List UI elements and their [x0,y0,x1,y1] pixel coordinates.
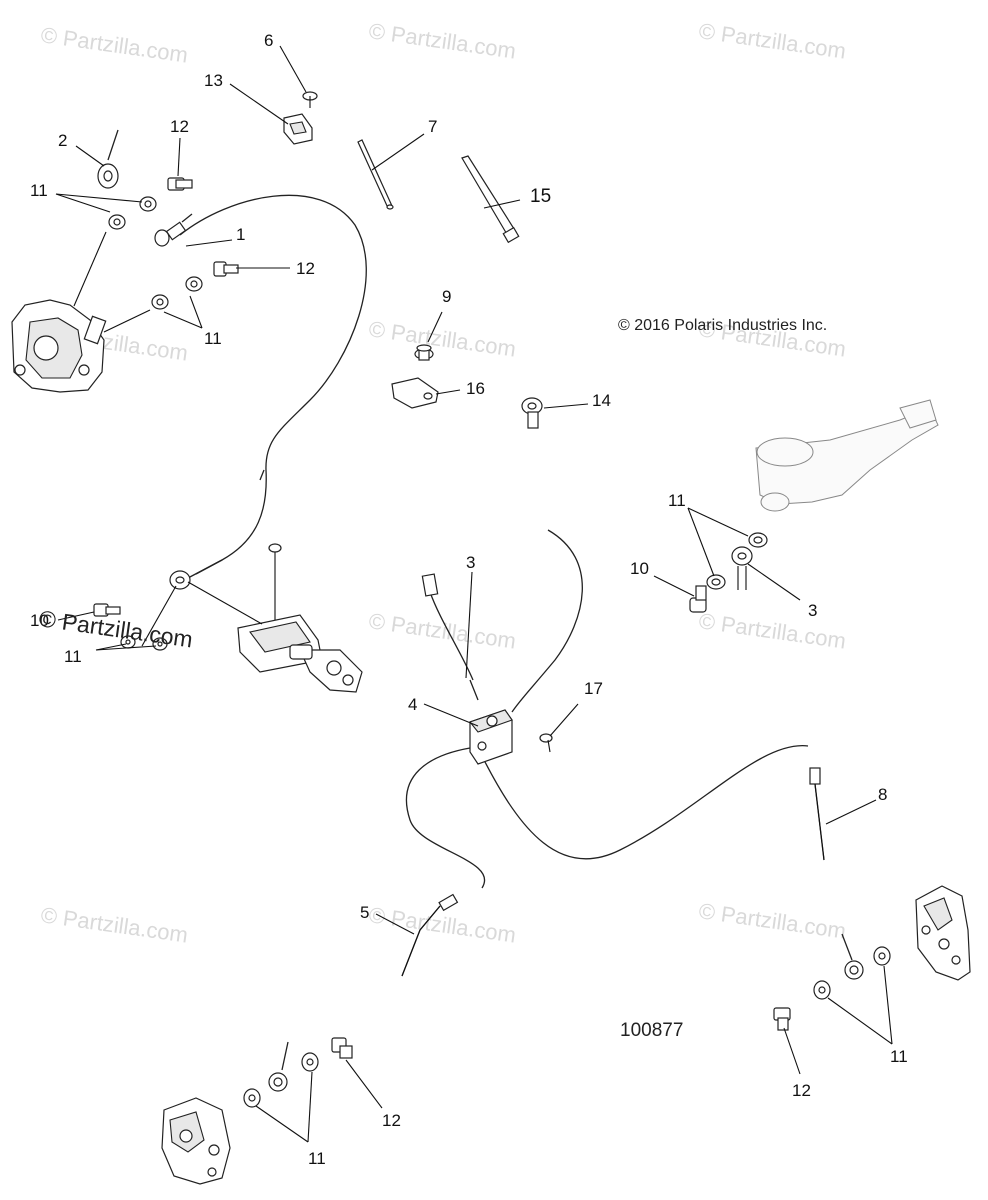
bolt-12-rear-left [331,1037,353,1059]
callout-11: 11 [308,1149,326,1168]
hose-fitting-1 [154,213,193,247]
hose-8 [809,767,825,861]
front-left-brake-line [179,194,367,471]
clamp-14 [521,397,543,429]
callout-labels: 6 13 7 15 2 12 11 1 12 11 9 16 14 © 2016… [30,31,908,1168]
callout-11: 11 [890,1047,908,1066]
washers-11-rear-right [813,946,891,1000]
watermark: © Partzilla.com [697,608,847,653]
washers-11-top [108,196,157,230]
washers-11-right [706,532,768,590]
callout-2: 2 [58,131,67,150]
leader-lines [55,45,893,1143]
bolt-12-rear-right [773,1007,791,1031]
watermark: © Partzilla.com [367,608,517,653]
hose-5 [401,893,459,977]
junction-left-line [405,747,486,889]
callout-12: 12 [170,117,189,136]
callout-15: 15 [530,186,551,207]
callout-14: 14 [592,391,611,410]
watermark: © Partzilla.com [697,18,847,63]
watermark: © Partzilla.com [39,902,189,947]
clip-13 [283,113,313,145]
diagram-number: 100877 [620,1020,683,1041]
callout-3: 3 [466,553,475,572]
watermark: © Partzilla.com [697,898,847,943]
copyright-notice: © 2016 Polaris Industries Inc. [618,317,827,334]
callout-8: 8 [878,785,887,804]
junction-upper-line [511,529,583,713]
banjo-fitting-3-right [731,546,753,590]
brake-hoses [179,194,809,889]
callout-13: 13 [204,71,223,90]
bolt-10-left [93,603,121,617]
banjo-fitting-2 [97,129,119,189]
screw-17 [539,733,553,753]
hose-3-fitting [469,679,479,701]
callout-12: 12 [792,1081,811,1100]
hose-break-mark [259,469,265,481]
watermark: © Partzilla.com [367,18,517,63]
master-cylinder [237,543,363,693]
banjo-bolt-12-mid [213,261,239,277]
callout-10: 10 [30,611,49,630]
washers-11-left [120,635,168,651]
callout-4: 4 [408,695,417,714]
washers-11-mid [151,276,203,310]
hose-3-center [429,591,474,681]
rear-right-caliper [915,885,971,981]
watermark-layer: © Partzilla.com © Partzilla.com © Partzi… [39,18,847,947]
callout-3: 3 [808,601,817,620]
callout-5: 5 [360,903,369,922]
callout-9: 9 [442,287,451,306]
front-left-brake-line-lower [187,469,267,579]
callout-16: 16 [466,379,485,398]
clip-16 [391,377,439,409]
callout-12: 12 [382,1111,401,1130]
callout-12: 12 [296,259,315,278]
callout-10: 10 [630,559,649,578]
banjo-fitting-rear-left [268,1041,289,1092]
hose-3-center-fitting [421,573,439,597]
washers-11-rear-left [243,1052,319,1108]
front-left-caliper [11,299,107,393]
banjo-bolt-12-top [167,177,193,191]
callout-11: 11 [30,181,48,200]
screw-9 [414,344,434,361]
watermark: © Partzilla.com [39,22,189,67]
junction-block-4 [469,709,513,765]
rear-brake-line [483,745,809,860]
bolt-10-right [689,585,707,613]
banjo-fitting-rear-right [841,933,864,980]
callout-6: 6 [264,31,273,50]
callout-11: 11 [668,491,686,510]
rod-15 [461,155,520,244]
hose-fitting [195,559,223,575]
callout-7: 7 [428,117,437,136]
screw-6 [302,91,318,108]
callout-11: 11 [64,647,82,666]
upper-right-master-cylinder [755,399,939,512]
rear-left-caliper [161,1097,231,1185]
callout-17: 17 [584,679,603,698]
watermark: © Partzilla.com [367,316,517,361]
callout-11: 11 [204,329,222,348]
callout-1: 1 [236,225,245,244]
rod-7 [357,139,394,210]
banjo-eye-master [169,570,191,590]
